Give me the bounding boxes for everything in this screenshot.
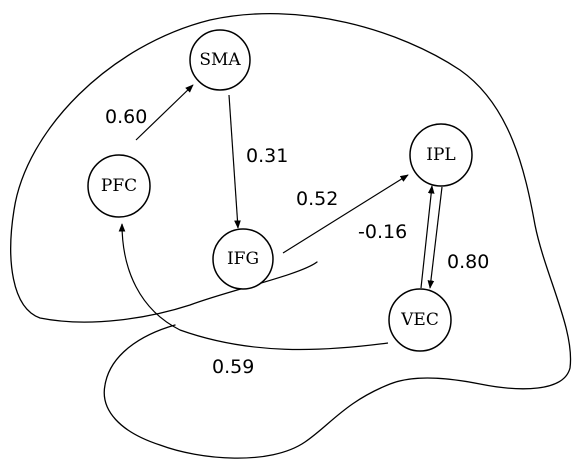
- edge-pfc-sma: [135, 84, 194, 141]
- weight-ipl-vec: 0.80: [447, 251, 489, 273]
- node-sma: SMA: [189, 29, 251, 91]
- node-ifg: IFG: [212, 228, 274, 290]
- node-pfc-label: PFC: [101, 176, 137, 196]
- edge-ifg-ipl: [282, 174, 409, 254]
- brain-outline: [10, 13, 572, 459]
- node-sma-circle: [189, 29, 251, 91]
- edge-ipl-vec: [427, 186, 443, 289]
- node-ifg-circle: [212, 228, 274, 290]
- node-ipl-label: IPL: [426, 145, 455, 165]
- weight-sma-ifg: 0.31: [246, 145, 288, 167]
- edges: [118, 84, 443, 351]
- edge-weights: 0.60 0.31 0.52 -0.16 0.80 0.59: [105, 106, 489, 378]
- edge-vec-ipl: [420, 185, 435, 289]
- edge-sma-ifg: [228, 94, 241, 229]
- edge-vec-pfc: [118, 223, 389, 351]
- node-pfc-circle: [87, 154, 151, 218]
- node-vec: VEC: [388, 288, 452, 352]
- weight-vec-ipl: -0.16: [358, 221, 407, 243]
- weight-pfc-sma: 0.60: [105, 106, 147, 128]
- node-ipl: IPL: [409, 123, 473, 187]
- node-sma-label: SMA: [199, 50, 241, 70]
- weight-ifg-ipl: 0.52: [296, 188, 338, 210]
- node-pfc: PFC: [87, 154, 151, 218]
- node-vec-circle: [388, 288, 452, 352]
- node-ipl-circle: [409, 123, 473, 187]
- weight-vec-pfc: 0.59: [212, 356, 254, 378]
- node-ifg-label: IFG: [227, 249, 259, 269]
- node-vec-label: VEC: [400, 310, 439, 330]
